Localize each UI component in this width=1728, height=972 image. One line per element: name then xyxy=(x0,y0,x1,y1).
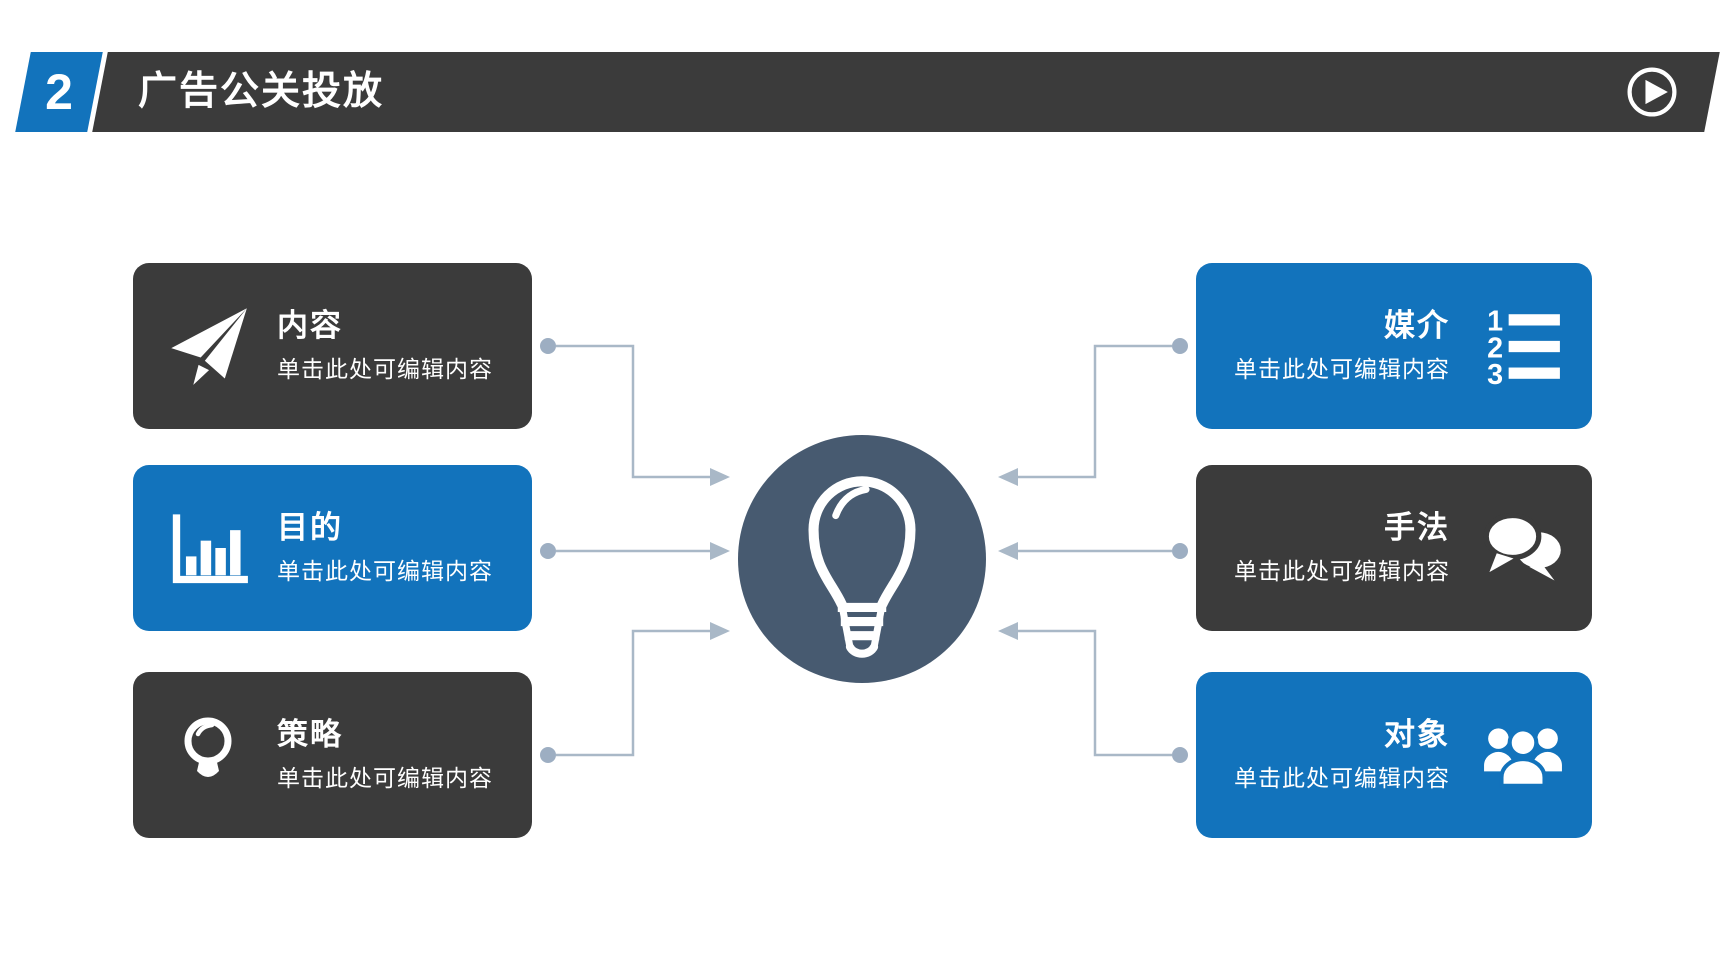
bar-chart-icon xyxy=(165,505,251,591)
slide-title: 广告公关投放 xyxy=(138,70,385,113)
card-title: 对象 xyxy=(1384,716,1450,752)
card-title: 媒介 xyxy=(1384,307,1450,343)
people-icon xyxy=(1480,712,1566,798)
lightbulb-icon xyxy=(165,712,251,798)
hub-circle xyxy=(738,435,986,683)
card-subtitle: 单击此处可编辑内容 xyxy=(1234,558,1450,585)
card-title: 内容 xyxy=(277,307,343,343)
card-title: 策略 xyxy=(277,716,343,752)
lightbulb-icon xyxy=(808,476,916,658)
card-purpose[interactable]: 目的 单击此处可编辑内容 xyxy=(133,465,532,631)
svg-text:1: 1 xyxy=(1487,306,1503,338)
card-title: 目的 xyxy=(277,509,343,545)
card-subtitle: 单击此处可编辑内容 xyxy=(277,356,493,383)
card-subtitle: 单击此处可编辑内容 xyxy=(277,558,493,585)
numbered-list-icon: 1 2 3 xyxy=(1480,303,1566,389)
play-icon xyxy=(1627,67,1677,117)
card-title: 手法 xyxy=(1384,509,1450,545)
card-strategy[interactable]: 策略 单击此处可编辑内容 xyxy=(133,672,532,838)
card-medium[interactable]: 1 2 3 媒介 单击此处可编辑内容 xyxy=(1196,263,1592,429)
card-subtitle: 单击此处可编辑内容 xyxy=(1234,765,1450,792)
svg-text:3: 3 xyxy=(1487,359,1503,387)
paper-plane-icon xyxy=(165,303,251,389)
play-button[interactable] xyxy=(1624,64,1680,120)
card-content[interactable]: 内容 单击此处可编辑内容 xyxy=(133,263,532,429)
card-subtitle: 单击此处可编辑内容 xyxy=(277,765,493,792)
svg-text:2: 2 xyxy=(1487,332,1503,364)
card-technique[interactable]: 手法 单击此处可编辑内容 xyxy=(1196,465,1592,631)
card-subtitle: 单击此处可编辑内容 xyxy=(1234,356,1450,383)
card-audience[interactable]: 对象 单击此处可编辑内容 xyxy=(1196,672,1592,838)
page-number: 2 xyxy=(45,64,73,120)
speech-bubbles-icon xyxy=(1480,505,1566,591)
